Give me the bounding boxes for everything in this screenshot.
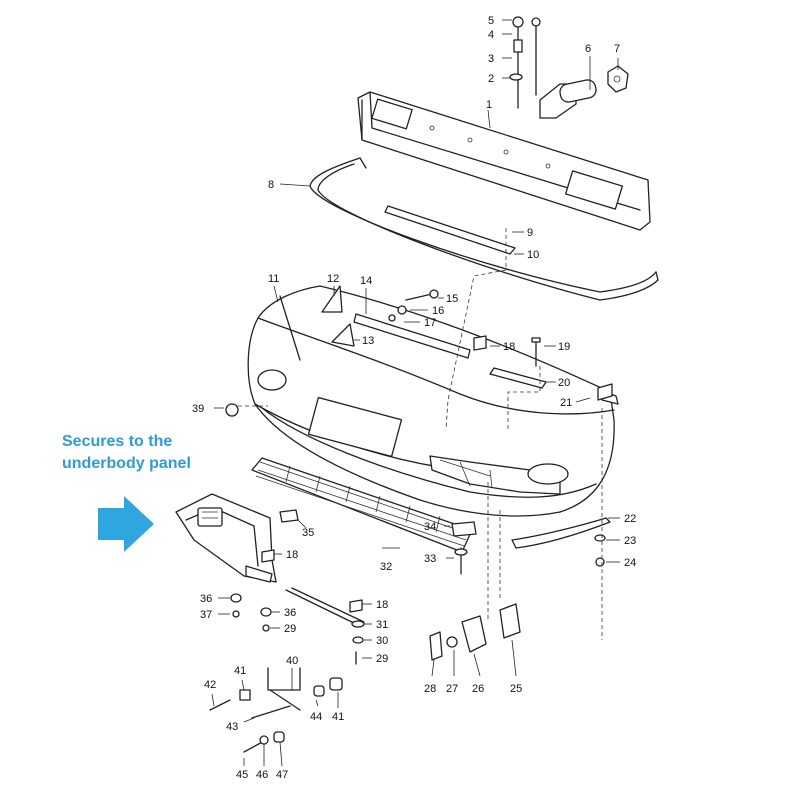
callout-11: 11: [268, 273, 279, 285]
callout-29-center: 29: [284, 623, 296, 635]
callout-41-left: 41: [234, 665, 246, 677]
callout-33: 33: [424, 553, 436, 565]
callout-35: 35: [302, 527, 314, 539]
callout-26: 26: [472, 683, 484, 695]
fastener-36-37: [230, 593, 242, 618]
support-bar-assembly: [285, 587, 365, 665]
clip-18b-part: [261, 549, 275, 563]
clip-35-part: [279, 509, 299, 523]
callout-30: 30: [376, 635, 388, 647]
fastener-set-15-17: [388, 289, 439, 322]
callout-2: 2: [488, 73, 494, 85]
callout-42: 42: [204, 679, 216, 691]
callout-41-right: 41: [332, 711, 344, 723]
callout-1: 1: [486, 99, 492, 111]
callout-23: 23: [624, 535, 636, 547]
callout-47: 47: [276, 769, 288, 781]
bracket-21-part: [597, 383, 613, 401]
callout-43: 43: [226, 721, 238, 733]
callout-9: 9: [527, 227, 533, 239]
clip-18-part: [473, 335, 487, 351]
callout-37: 37: [200, 609, 212, 621]
callout-32: 32: [380, 561, 392, 573]
callout-36-left: 36: [200, 593, 212, 605]
callout-15: 15: [446, 293, 458, 305]
callout-25: 25: [510, 683, 522, 695]
callout-numbers: 5 4 3 2 6 7 1 8 9 10 11 12 14 15 16 17 1…: [192, 15, 636, 781]
callout-6: 6: [585, 43, 591, 55]
callout-34: 34: [424, 521, 436, 533]
bolt-19-part: [531, 337, 541, 367]
assembly-guide-lines: [238, 228, 603, 640]
callout-27: 27: [446, 683, 458, 695]
callout-46: 46: [256, 769, 268, 781]
callout-36-center: 36: [284, 607, 296, 619]
callout-21: 21: [560, 397, 572, 409]
impact-beam-part: [357, 91, 651, 231]
callout-24: 24: [624, 557, 636, 569]
annotation-line-1: Secures to the: [62, 433, 173, 450]
callout-44: 44: [310, 711, 322, 723]
strip-20-part: [489, 367, 547, 389]
callout-10: 10: [527, 249, 539, 261]
callout-39: 39: [192, 403, 204, 415]
mounting-rail-part: [353, 313, 471, 359]
underbody-panel-part: [175, 493, 277, 583]
callout-31: 31: [376, 619, 388, 631]
impact-absorber-assembly: [509, 16, 629, 119]
bracket-13-part: [331, 323, 355, 347]
callout-16: 16: [432, 305, 444, 317]
callout-29-right: 29: [376, 653, 388, 665]
callout-17: 17: [424, 317, 436, 329]
trim-strip-part: [384, 205, 516, 255]
callout-8: 8: [268, 179, 274, 191]
callout-18-low: 18: [376, 599, 388, 611]
upper-trim-strip-part: [309, 157, 659, 301]
callout-7: 7: [614, 43, 620, 55]
callout-18-top: 18: [503, 341, 515, 353]
annotation-arrow-icon: [98, 496, 154, 552]
callout-12: 12: [327, 273, 339, 285]
callout-leaders: [211, 19, 620, 767]
callout-28: 28: [424, 683, 436, 695]
callout-4: 4: [488, 29, 494, 41]
annotation-line-2: underbody panel: [62, 455, 191, 472]
bracket-34-part: [451, 521, 477, 537]
nut-24-part: [595, 557, 605, 567]
fastener-29-36: [260, 607, 272, 632]
callout-22: 22: [624, 513, 636, 525]
annotation-note: Secures to the underbody panel: [62, 431, 262, 475]
bracket-12-part: [321, 285, 343, 313]
callout-5: 5: [488, 15, 494, 27]
callout-14: 14: [360, 275, 372, 287]
callout-19: 19: [558, 341, 570, 353]
callout-45: 45: [236, 769, 248, 781]
side-assembly-25-28: [429, 603, 521, 661]
callout-13: 13: [362, 335, 374, 347]
washer-23-part: [594, 534, 606, 542]
callout-18-mid: 18: [286, 549, 298, 561]
lower-lip-part: [511, 517, 611, 549]
callout-3: 3: [488, 53, 494, 65]
bolt-33-part: [454, 547, 468, 575]
callout-20: 20: [558, 377, 570, 389]
bracket-hardware-40-47: [209, 403, 343, 753]
callout-40: 40: [286, 655, 298, 667]
